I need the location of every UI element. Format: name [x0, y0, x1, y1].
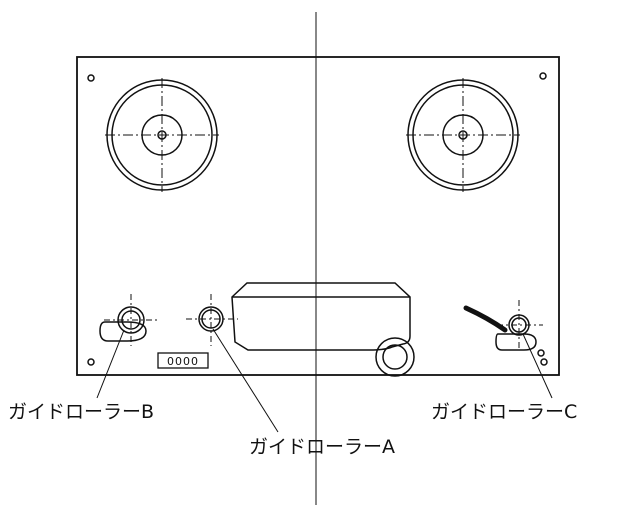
tape-counter	[157, 352, 209, 369]
leader-line-c	[522, 333, 553, 399]
pinch-roller	[375, 337, 415, 377]
left-reel	[105, 78, 219, 192]
guide-roller-a	[186, 294, 238, 346]
screw-bottom-left	[87, 358, 95, 366]
tape-counter-digits: 0000	[167, 355, 199, 368]
label-guide-roller-c: ガイドローラーC	[431, 401, 577, 423]
screw-top-left	[87, 74, 95, 82]
screw-top-right	[539, 72, 547, 80]
head-cover	[231, 282, 411, 351]
leader-line-b	[96, 329, 125, 399]
right-reel	[406, 78, 520, 192]
screw-bottom-right	[540, 358, 548, 366]
guide-roller-b	[99, 294, 158, 346]
label-guide-roller-b: ガイドローラーB	[8, 401, 154, 423]
label-guide-roller-a: ガイドローラーA	[249, 436, 395, 458]
deck-panel	[76, 56, 560, 376]
guide-roller-c	[463, 300, 545, 357]
leader-line-a	[212, 328, 279, 433]
